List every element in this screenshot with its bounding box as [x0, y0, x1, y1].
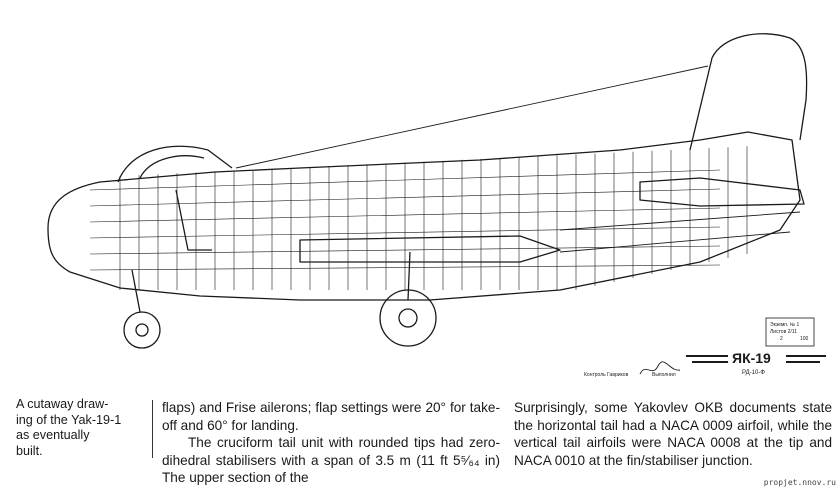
caption-line: built.	[16, 443, 43, 458]
signature-label-1: Контроль Гавриков	[584, 372, 629, 378]
fuselage-outline	[47, 131, 801, 301]
yak-19-logo: ЯК-19 РД-10-Ф	[686, 350, 826, 376]
archive-stamp: Экземп. № 1 Листов 2/11 2 100	[765, 317, 815, 347]
pilot-seat	[175, 189, 212, 251]
watermark: propjet.nnov.ru	[763, 478, 836, 487]
caption-line: as eventually	[16, 428, 90, 442]
svg-text:Экземп. № 1: Экземп. № 1	[770, 322, 800, 328]
caption-divider	[152, 400, 153, 458]
canopy	[117, 145, 233, 183]
fuselage-stringer	[89, 245, 721, 255]
wing	[299, 235, 561, 263]
svg-text:2: 2	[780, 336, 783, 342]
text-column-1: flaps) and Frise ailerons; flap settings…	[162, 399, 500, 489]
logo-subtitle: РД-10-Ф	[742, 370, 765, 376]
signature-1	[639, 361, 681, 375]
svg-text:100: 100	[800, 336, 809, 342]
fuselage-stringer	[89, 207, 721, 223]
paragraph: flaps) and Frise ailerons; flap settings…	[162, 400, 500, 433]
nose-gear	[123, 269, 161, 349]
figure-caption: A cutaway draw- ing of the Yak-19-1 as e…	[16, 397, 144, 459]
fuselage-stringer	[89, 226, 721, 239]
logo-text: ЯК-19	[732, 350, 771, 366]
caption-line: ing of the Yak-19-1	[16, 412, 122, 427]
fuselage-stringer	[89, 169, 721, 191]
text-column-2: Surprisingly, some Yakovlev OKB document…	[514, 399, 832, 489]
paragraph: The cruciform tail unit with rounded tip…	[162, 435, 500, 486]
fuselage-stringer	[89, 264, 721, 271]
signature-label-2: Выполнил	[652, 372, 676, 378]
vertical-fin	[689, 33, 808, 151]
main-gear	[379, 251, 437, 347]
svg-text:Листов 2/11: Листов 2/11	[770, 329, 797, 335]
caption-line: A cutaway draw-	[16, 397, 109, 411]
fuselage-stringer	[89, 188, 721, 207]
horizontal-stabiliser	[639, 177, 805, 207]
yak-19-cutaway-drawing: ЯК-19 РД-10-Ф Экземп. № 1 Листов 2/11 2 …	[47, 33, 826, 378]
paragraph: Surprisingly, some Yakovlev OKB document…	[514, 400, 832, 468]
